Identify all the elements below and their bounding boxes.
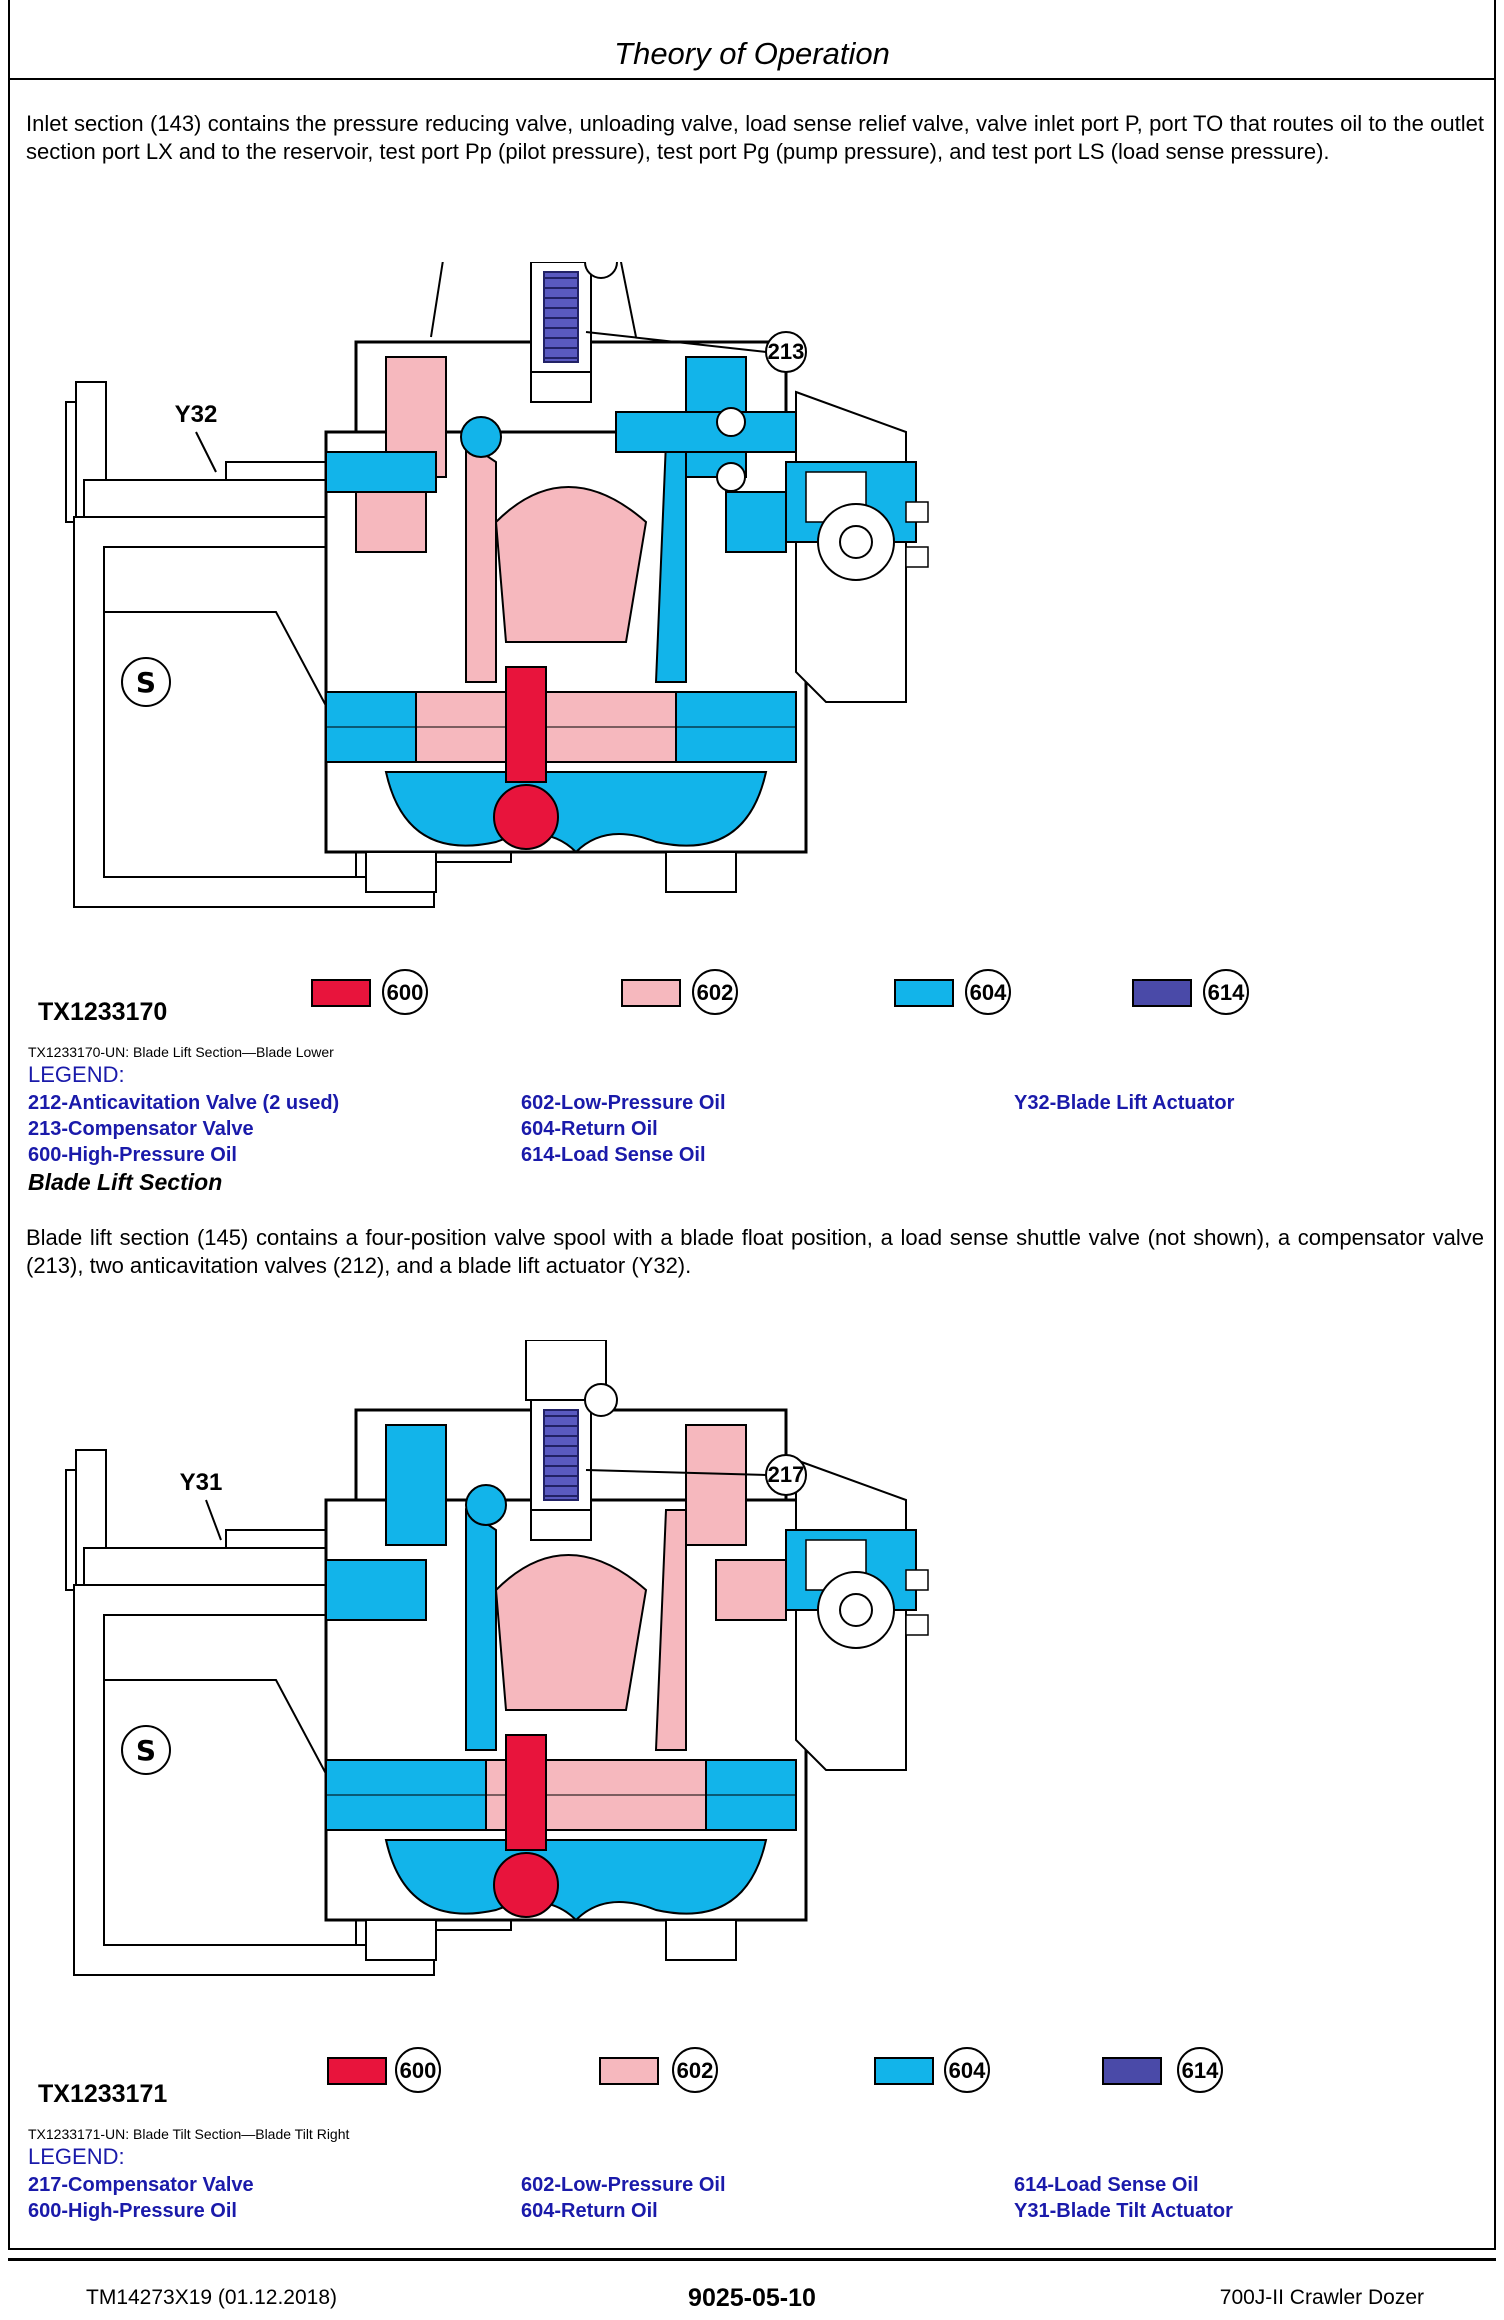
legend-item: 600-High-Pressure Oil (28, 1144, 237, 1166)
valve-body (324, 1340, 808, 1961)
figure2-caption: TX1233171-UN: Blade Tilt Section—Blade T… (28, 2126, 350, 2142)
legend-item: Y31-Blade Tilt Actuator (1014, 2200, 1233, 2222)
swatch-604-label: 604 (970, 980, 1007, 1005)
figure2-legend-col-3: 614-Load Sense Oil Y31-Blade Tilt Actuat… (1014, 2172, 1233, 2224)
figure2-legend-col-1: 217-Compensator Valve 600-High-Pressure … (28, 2172, 254, 2224)
legend-item: 217-Compensator Valve (28, 2174, 254, 2196)
legend-item: 602-Low-Pressure Oil (521, 1092, 726, 1114)
figure1-legend-col-3: Y32-Blade Lift Actuator (1014, 1090, 1234, 1116)
legend-item: 213-Compensator Valve (28, 1118, 254, 1140)
figure2-id: TX1233171 (38, 2080, 168, 2108)
legend-item: 600-High-Pressure Oil (28, 2200, 237, 2222)
section-paragraph: Blade lift section (145) contains a four… (26, 1225, 1484, 1278)
legend-item: 614-Load Sense Oil (521, 1144, 706, 1166)
swatch-614-label: 614 (1182, 2058, 1219, 2083)
callout-217: 217 (768, 1462, 805, 1487)
end-cap (785, 390, 929, 703)
figure1-legend-col-2: 602-Low-Pressure Oil 604-Return Oil 614-… (521, 1090, 726, 1168)
figure2-swatch-row: 600 602 604 614 (327, 2047, 1223, 2093)
blade-tilt-section-diagram: S (65, 1340, 929, 1976)
svg-text:S: S (136, 666, 156, 699)
legend-item: 602-Low-Pressure Oil (521, 2174, 726, 2196)
figure2-legend-title: LEGEND: (28, 2144, 125, 2169)
legend-item: 614-Load Sense Oil (1014, 2174, 1199, 2196)
figure1-caption: TX1233170-UN: Blade Lift Section—Blade L… (28, 1044, 334, 1060)
footer-product: 700J-II Crawler Dozer (1219, 2286, 1424, 2309)
swatch-614-label: 614 (1208, 980, 1245, 1005)
figure1-legend-col-1: 212-Anticavitation Valve (2 used) 213-Co… (28, 1090, 339, 1168)
swatch-604-label: 604 (949, 2058, 986, 2083)
page-title: Theory of Operation (614, 36, 890, 71)
legend-item: Y32-Blade Lift Actuator (1014, 1092, 1235, 1114)
figure1-swatch-row: 600 602 604 614 (311, 969, 1249, 1015)
header-rule (8, 78, 1496, 80)
figure1-id: TX1233170 (38, 998, 168, 1026)
footer-rule (8, 2258, 1496, 2261)
callout-y32: Y32 (175, 401, 218, 428)
blade-lift-section-diagram: S (65, 262, 929, 908)
footer-doc-id: TM14273X19 (01.12.2018) (86, 2286, 338, 2309)
swatch-602-label: 602 (677, 2058, 714, 2083)
svg-text:S: S (136, 1734, 156, 1767)
footer-page-number: 9025-05-10 (688, 2284, 816, 2312)
legend-item: 212-Anticavitation Valve (2 used) (28, 1092, 340, 1114)
valve-body (324, 262, 808, 893)
legend-item: 604-Return Oil (521, 1118, 658, 1140)
figure1-legend-title: LEGEND: (28, 1062, 125, 1087)
figure2-legend-col-2: 602-Low-Pressure Oil 604-Return Oil (521, 2172, 726, 2224)
swatch-600-label: 600 (400, 2058, 437, 2083)
legend-item: 604-Return Oil (521, 2200, 658, 2222)
callout-y31: Y31 (180, 1469, 223, 1496)
swatch-600-label: 600 (387, 980, 424, 1005)
swatch-602-label: 602 (697, 980, 734, 1005)
page-frame (8, 0, 1496, 2250)
intro-paragraph: Inlet section (143) contains the pressur… (26, 111, 1484, 164)
end-cap (785, 1458, 929, 1771)
callout-213: 213 (768, 339, 805, 364)
section-title: Blade Lift Section (28, 1169, 223, 1195)
